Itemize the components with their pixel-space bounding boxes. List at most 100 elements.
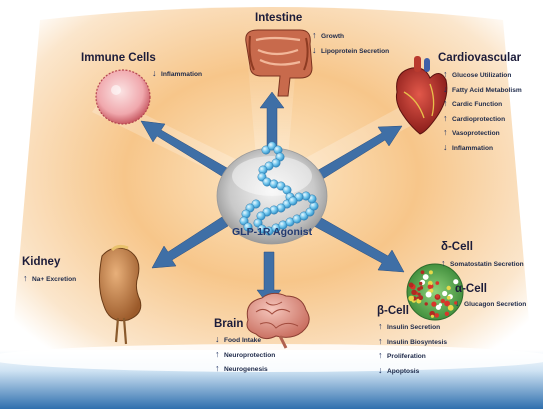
effect-item: ↓ Inflammation (152, 66, 202, 81)
islet-cell-dot (454, 301, 458, 305)
effect-text: Inflammation (452, 144, 494, 152)
down-arrow-icon: ↓ (378, 364, 383, 375)
effect-text: Inflammation (161, 71, 203, 78)
islet-cell-dot (420, 270, 425, 275)
intestine-illustration (245, 29, 313, 97)
effect-text: Glucose Utilization (452, 72, 512, 79)
effect-text: Growth (321, 33, 345, 40)
effect-text: Na+ Excretion (32, 276, 77, 283)
down-arrow-icon: ↓ (215, 334, 220, 344)
islet-cell-dot (408, 282, 414, 288)
brain-illustration (246, 292, 310, 349)
center-label: GLP-1R Agonist (232, 226, 313, 238)
islet-illustration (406, 263, 464, 321)
effect-item: ↑ Na+ Excretion (23, 271, 76, 286)
up-arrow-icon: ↑ (312, 30, 317, 40)
up-arrow-icon: ↑ (441, 258, 446, 268)
up-arrow-icon: ↑ (443, 112, 448, 123)
up-arrow-icon: ↑ (443, 69, 448, 79)
arrows (140, 91, 405, 307)
heart-illustration (395, 56, 448, 135)
alpha-cell-effects: ↓ Glucagon Secretion (455, 296, 526, 311)
down-arrow-icon: ↓ (443, 83, 448, 94)
islet-cell-dot (430, 314, 434, 318)
islet-cell-dot (411, 289, 417, 295)
peptide-chain (239, 141, 319, 236)
effect-text: Vasoprotection (452, 130, 500, 138)
cardiovascular-effects: ↑ Glucose Utilization ↓ Fatty Acid Metaboli… (443, 67, 522, 155)
islet-cell-dot (419, 281, 423, 286)
islet-cell-dot (438, 303, 442, 307)
up-arrow-icon: ↑ (378, 350, 383, 361)
immune-cells-effects: ↓ Inflammation (152, 66, 202, 81)
up-arrow-icon: ↑ (443, 127, 448, 138)
up-arrow-icon: ↑ (443, 98, 448, 109)
effect-item: ↑ Growth (312, 28, 389, 43)
effect-text: Apoptosis (387, 367, 420, 375)
effect-item: ↑Neuroprotection (215, 347, 275, 362)
immune-cells-title: Immune Cells (81, 52, 156, 64)
effect-text: Insulin Biosyntesis (387, 338, 448, 346)
kidney-effects: ↑ Na+ Excretion (23, 271, 76, 286)
effect-text: Cardic Function (452, 101, 503, 109)
islet-cell-dot (434, 313, 440, 318)
islet-cell-dot (427, 280, 433, 286)
alpha-cell-title: α-Cell (455, 283, 487, 295)
down-arrow-icon: ↓ (455, 298, 460, 308)
up-arrow-icon: ↑ (215, 363, 220, 374)
down-arrow-icon: ↓ (312, 44, 317, 55)
effect-text: Glucagon Secretion (464, 301, 527, 308)
islet-cell-dot (429, 310, 436, 317)
effect-text: Food Intake (224, 337, 261, 344)
effect-text: Fatty Acid Metabolism (452, 86, 522, 94)
islet-cell-dot (422, 274, 429, 280)
intestine-title: Intestine (255, 12, 303, 24)
kidney-title: Kidney (22, 256, 61, 268)
islet-cell-dot (446, 295, 451, 300)
islet-cell-dot (417, 287, 421, 291)
islet-cell-dot (431, 301, 437, 307)
up-arrow-icon: ↑ (215, 348, 220, 359)
islet-cell-dot (435, 294, 440, 298)
effect-item: ↑ Somatostatin Secretion (441, 256, 524, 271)
islet-cell-dot (417, 292, 421, 296)
down-arrow-icon: ↓ (152, 68, 157, 78)
effect-text: Insulin Secretion (387, 324, 441, 331)
effect-item: ↓ Glucagon Secretion (455, 296, 526, 311)
effect-item: ↓ Lipoprotein Secretion (312, 43, 389, 58)
effect-item: ↓ Food Intake (215, 332, 275, 347)
islet-cell-dot (408, 295, 415, 302)
immune-cell-illustration (95, 69, 151, 125)
islet-cell-dot (444, 311, 450, 316)
down-arrow-icon: ↓ (443, 141, 448, 152)
up-arrow-icon: ↑ (378, 321, 383, 331)
islet-cell-dot (428, 270, 433, 275)
effect-item: ↓ Fatty Acid Metabolism (443, 82, 522, 97)
islet-cell-dot (418, 295, 424, 301)
effect-item: ↑ Vasoprotection (443, 125, 522, 140)
effect-item: ↑ Insulin Secretion (378, 319, 447, 334)
kidney-illustration (98, 244, 142, 345)
islet-cell-dot (446, 285, 451, 291)
brain-effects: ↓ Food Intake ↑Neuroprotection↑Neurogenesi… (215, 332, 275, 376)
islet-cell-dot (442, 290, 448, 297)
beta-cell-effects: ↑Insulin Secretion↑Insulin Biosyntesis↑P… (378, 319, 447, 377)
effect-item: ↑Neurogenesis (215, 361, 275, 376)
islet-cell-dot (440, 298, 445, 304)
effect-text: Lipoprotein Secretion (321, 47, 390, 55)
effect-item: ↑ Insulin Biosyntesis (378, 334, 447, 349)
beta-cell-title: β-Cell (377, 305, 409, 317)
effect-item: ↑ Cardioprotection (443, 111, 522, 126)
effect-text: Cardioprotection (452, 115, 506, 123)
delta-cell-title: δ-Cell (441, 241, 473, 253)
up-arrow-icon: ↑ (378, 335, 383, 346)
effect-text: Somatostatin Secretion (450, 261, 524, 268)
effect-item: ↑ Cardic Function (443, 96, 522, 111)
peptide-bead (288, 196, 298, 206)
up-arrow-icon: ↑ (23, 273, 28, 283)
effect-item: ↑ Glucose Utilization (443, 67, 522, 82)
cardiovascular-title: Cardiovascular (438, 52, 522, 64)
islet-cell-dot (444, 300, 450, 307)
